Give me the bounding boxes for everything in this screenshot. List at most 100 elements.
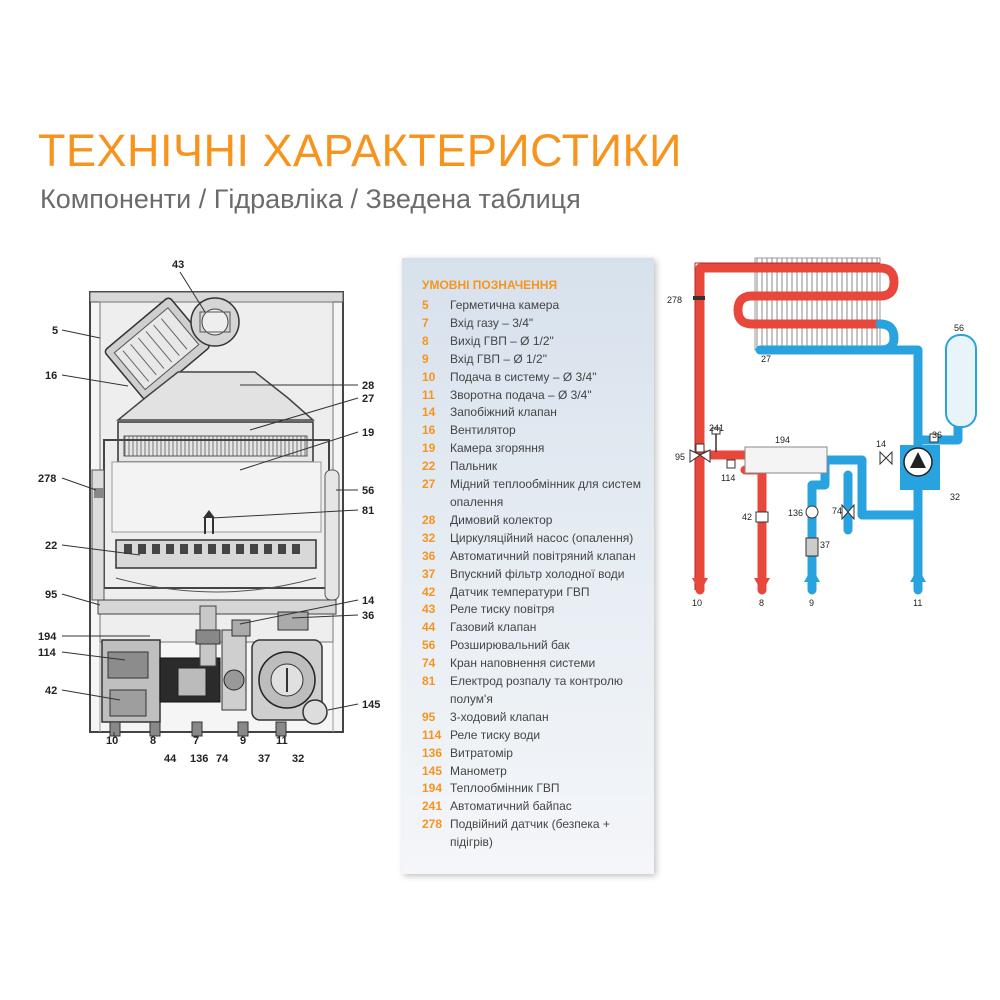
legend-item-text: Манометр <box>450 763 507 778</box>
h-label-9: 9 <box>809 598 814 608</box>
legend-item-text: Впускний фільтр холодної води <box>450 566 625 581</box>
h-label-36: 36 <box>932 430 942 440</box>
legend-item-number: 136 <box>422 745 443 760</box>
legend-item-number: 145 <box>422 763 443 778</box>
label-43: 43 <box>172 259 184 271</box>
arrow-9 <box>804 568 820 582</box>
legend-item-number: 32 <box>422 530 436 545</box>
label-56: 56 <box>362 485 374 497</box>
h-label-8: 8 <box>759 598 764 608</box>
legend-item-number: 8 <box>422 333 429 348</box>
hx-fins <box>754 257 881 351</box>
burner <box>115 539 317 569</box>
label-28: 28 <box>362 380 374 392</box>
legend-item-text: Мідний теплообмінник для систем опалення <box>450 477 641 509</box>
h-label-278: 278 <box>667 295 682 305</box>
h-label-74: 74 <box>832 506 842 516</box>
label-b10: 10 <box>106 735 118 747</box>
h-label-11: 11 <box>913 598 922 608</box>
fan <box>104 297 210 401</box>
legend-item-text: Герметична камера <box>450 298 560 312</box>
label-b44: 44 <box>164 753 177 765</box>
label-81: 81 <box>362 505 374 517</box>
legend-item-number: 7 <box>422 315 429 330</box>
legend-item-number: 56 <box>422 638 436 653</box>
legend-item-text: Кран наповнення системи <box>450 656 596 671</box>
manometer <box>302 699 328 725</box>
legend-item-number: 95 <box>422 709 436 724</box>
label-145: 145 <box>362 699 380 711</box>
label-42: 42 <box>45 685 57 697</box>
legend-item-text: Електрод розпалу та контролю полум'я <box>450 674 623 706</box>
legend-item-text: Подача в систему – Ø 3/4" <box>450 369 597 384</box>
legend-item-number: 9 <box>422 351 429 366</box>
h-label-14: 14 <box>876 439 886 449</box>
legend-item-number: 74 <box>422 656 436 671</box>
legend-item-number: 278 <box>422 817 443 832</box>
legend-item-number: 10 <box>422 369 436 384</box>
ignition-electrode <box>203 510 215 534</box>
label-b32: 32 <box>292 753 304 765</box>
legend-item: 145 Манометр <box>422 763 646 781</box>
h-label-56: 56 <box>954 323 964 333</box>
legend-item-number: 27 <box>422 477 436 492</box>
label-95: 95 <box>45 589 57 601</box>
legend-item-text: Автоматичний байпас <box>450 799 572 814</box>
legend-item-text: Вентилятор <box>450 423 516 438</box>
legend-item-number: 19 <box>422 441 436 456</box>
h-label-32: 32 <box>950 492 960 502</box>
legend-item-text: Розширювальний бак <box>450 638 570 653</box>
legend-item-number: 14 <box>422 405 436 420</box>
page-title: ТЕХНІЧНІ ХАРАКТЕРИСТИКИ <box>38 125 683 176</box>
legend-item: 241 Автоматичний байпас <box>422 798 646 816</box>
three-way-valve <box>689 443 711 463</box>
label-278: 278 <box>38 473 56 485</box>
arrow-10 <box>692 578 708 592</box>
legend-item-text: Вхід ГВП – Ø 1/2" <box>450 351 547 366</box>
legend-item-number: 241 <box>422 799 443 814</box>
label-b37: 37 <box>258 753 270 765</box>
h-label-27: 27 <box>761 354 771 364</box>
legend-item-text: Газовий клапан <box>450 620 537 635</box>
label-b9: 9 <box>240 735 246 747</box>
filter <box>805 537 819 557</box>
hydraulic-diagram: 194 278 27 56 241 14 36 95 <box>667 257 977 608</box>
flue-collector <box>115 371 315 421</box>
legend-item-number: 44 <box>422 620 436 635</box>
pump-symbol <box>900 445 940 490</box>
fill-tap <box>841 503 855 521</box>
label-27: 27 <box>362 393 374 405</box>
label-14: 14 <box>362 595 375 607</box>
label-b8: 8 <box>150 735 156 747</box>
label-36: 36 <box>362 610 374 622</box>
expansion-tank <box>945 334 977 428</box>
legend-item-text: Теплообмінник ГВП <box>450 781 560 796</box>
legend-item: 10 Подача в систему – Ø 3/4" <box>422 369 646 387</box>
page-subtitle: Компоненти / Гідравліка / Зведена таблиц… <box>40 184 581 214</box>
legend-item: 16 Вентилятор <box>422 422 646 440</box>
legend-item-number: 16 <box>422 423 436 438</box>
legend-item-number: 114 <box>422 727 442 742</box>
legend-item-number: 11 <box>422 387 435 402</box>
legend-item: 56 Розширювальний бак <box>422 637 646 655</box>
label-b11: 11 <box>276 735 288 747</box>
legend-item-text: Вихід ГВП – Ø 1/2" <box>450 333 554 348</box>
legend-item-text: Циркуляційний насос (опалення) <box>450 530 634 545</box>
legend-item-text: Вхід газу – 3/4" <box>450 315 534 330</box>
h-label-42: 42 <box>742 512 752 522</box>
legend-item-text: Автоматичний повітряний клапан <box>450 548 636 563</box>
label-b7: 7 <box>193 735 199 747</box>
legend-item-number: 22 <box>422 459 436 474</box>
legend-item-text: Реле тиску повітря <box>450 602 555 617</box>
h-label-114: 114 <box>721 473 735 483</box>
flowmeter <box>805 505 819 519</box>
